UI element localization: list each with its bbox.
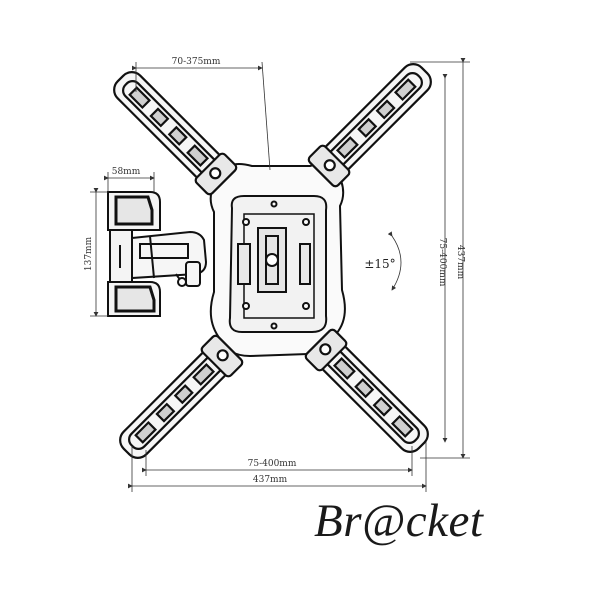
dim-horizontal-range: 75-400mm [248,459,297,469]
tilt-label: ±15° [364,257,395,271]
dim-top-width: 70-375mm [172,57,221,67]
dim-total-height: 437mm [455,245,465,280]
brand-logo: Br@cket [314,495,484,547]
mounting-plate [209,162,346,358]
mount-arm-top-right [307,63,432,188]
arm [131,230,208,287]
dimension-lines [90,58,470,492]
dim-vertical-range: 75-400mm [437,238,447,287]
dim-total-width: 437mm [253,475,288,485]
mount-arm-bottom-right [304,328,429,453]
mount-arm-top-left [113,71,238,196]
dim-plate-height: 137mm [84,236,94,271]
wall-plate [107,191,161,317]
dim-arm-depth: 58mm [112,167,141,177]
mount-arm-bottom-left [119,334,244,459]
